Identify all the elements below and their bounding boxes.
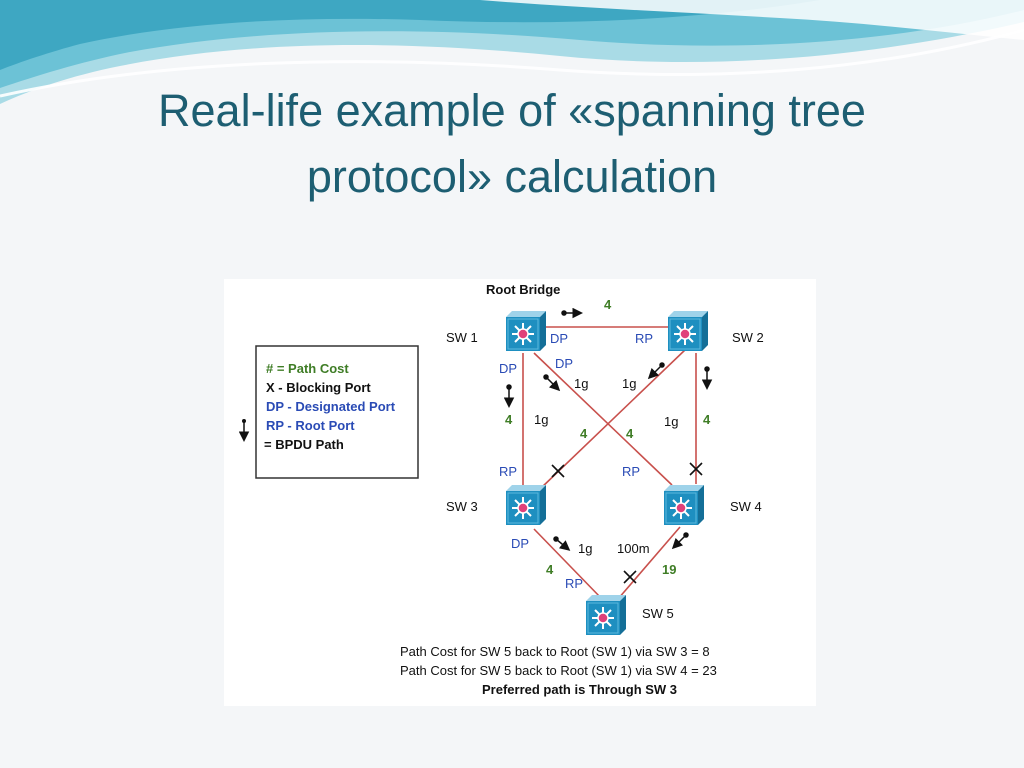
slide-title: Real-life example of «spanning tree prot… [60,78,964,210]
cost-sw1-sw3: 4 [505,412,513,427]
speed-sw2-sw4: 1g [664,414,678,429]
port-sw3-up: RP [499,464,517,479]
legend-bpdu: = BPDU Path [264,437,344,452]
legend-blocking: X - Blocking Port [266,380,371,395]
speed-labels: 1g 1g 1g 1g 1g 100m [534,376,678,556]
slide-title-line2: protocol» calculation [306,151,718,202]
caption-line2: Path Cost for SW 5 back to Root (SW 1) v… [400,663,717,678]
cost-labels: 4 4 4 4 4 4 19 [505,297,711,577]
blocking-x-icon [623,570,637,584]
switch-label-sw1: SW 1 [446,330,478,345]
switch-label-sw5: SW 5 [642,606,674,621]
port-sw4-up: RP [622,464,640,479]
bpdu-arrow-icon [561,307,583,319]
bpdu-arrow-icon [238,419,250,442]
speed-sw4-sw5: 100m [617,541,650,556]
port-sw3-down: DP [511,536,529,551]
link-sw4-sw5 [617,526,681,600]
switch-label-sw2: SW 2 [732,330,764,345]
switch-label-sw4: SW 4 [730,499,762,514]
switch-icon [667,310,709,352]
cost-sw1-sw2: 4 [604,297,612,312]
slide-title-line1: Real-life example of «spanning tree [158,85,866,136]
header-waves [0,0,1024,104]
cost-diag-left: 4 [580,426,588,441]
port-sw1-right: DP [550,331,568,346]
port-sw1-down: DP [499,361,517,376]
legend-designated: DP - Designated Port [266,399,396,414]
cost-sw4-sw5: 19 [662,562,676,577]
bpdu-arrow-icon [701,366,713,390]
speed-sw3-sw5: 1g [578,541,592,556]
links [522,326,697,600]
port-sw5-up: RP [565,576,583,591]
blocking-x-icon [551,464,565,478]
blocking-marks [551,462,703,584]
stp-diagram-svg: # = Path Cost X - Blocking Port DP - Des… [238,282,764,697]
legend-root-port: RP - Root Port [266,418,355,433]
port-sw2-left: RP [635,331,653,346]
port-sw1-diag: DP [555,356,573,371]
speed-sw1-sw3: 1g [534,412,548,427]
switch-icon [505,484,547,526]
switch-icon [505,310,547,352]
legend: # = Path Cost X - Blocking Port DP - Des… [238,345,419,479]
speed-diag-1: 1g [574,376,588,391]
bpdu-arrow-icon [647,362,665,380]
bpdu-arrow-icon [503,384,515,408]
port-labels: DP RP DP DP RP RP DP RP [499,331,653,591]
cost-sw2-sw4: 4 [703,412,711,427]
cost-sw3-sw5: 4 [546,562,554,577]
link-sw3-sw5 [533,528,603,600]
root-bridge-label: Root Bridge [486,282,560,297]
bpdu-arrows [503,307,713,551]
bpdu-arrow-icon [543,374,561,392]
caption-line3: Preferred path is Through SW 3 [482,682,677,697]
cost-diag-right: 4 [626,426,634,441]
legend-path-cost: # = Path Cost [266,361,349,376]
stp-diagram: # = Path Cost X - Blocking Port DP - Des… [224,279,816,706]
switch-label-sw3: SW 3 [446,499,478,514]
caption-line1: Path Cost for SW 5 back to Root (SW 1) v… [400,644,710,659]
speed-diag-2: 1g [622,376,636,391]
switch-icon [585,594,627,636]
blocking-x-icon [689,462,703,476]
switch-icon [663,484,705,526]
link-sw1-sw4 [533,352,673,486]
bpdu-arrow-icon [671,532,689,550]
bpdu-arrow-icon [553,536,571,551]
